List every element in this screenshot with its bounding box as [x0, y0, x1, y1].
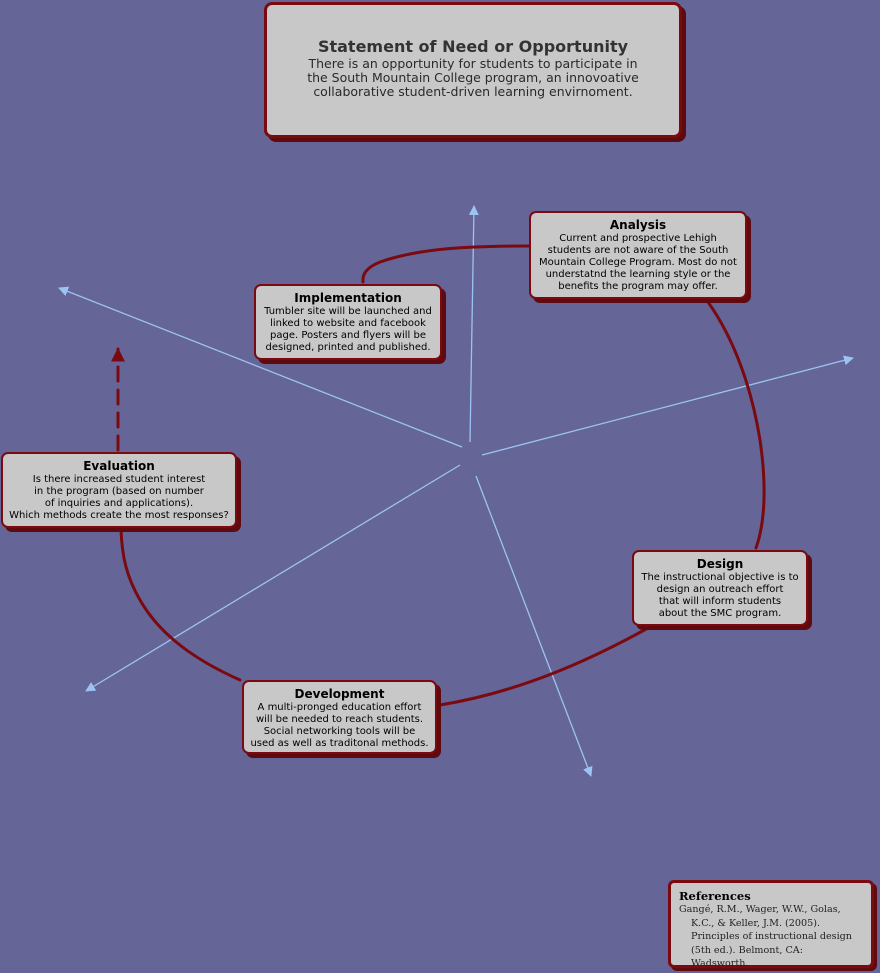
analysis-body: Current and prospective Lehigh students …: [539, 233, 737, 292]
evaluation-title: Evaluation: [83, 459, 155, 473]
design-body: The instructional objective is to design…: [641, 572, 799, 619]
statement-body: There is an opportunity for students to …: [307, 56, 639, 99]
radial-arrow-up: [468, 205, 479, 443]
development-body: A multi-pronged education effort will be…: [250, 702, 429, 749]
design-box: Design The instructional objective is to…: [632, 550, 808, 626]
development-box: Development A multi-pronged education ef…: [242, 680, 437, 754]
design-title: Design: [696, 557, 744, 571]
radial-arrow-right: [481, 355, 854, 456]
cycle-loop: [111, 244, 766, 707]
radial-arrows: [58, 205, 854, 777]
references-title: References: [679, 889, 751, 903]
references-citation: Gangé, R.M., Wager, W.W., Golas, K.C., &…: [679, 904, 852, 969]
loop-analysis-to-implementation: [361, 244, 531, 284]
development-title: Development: [294, 687, 385, 701]
evaluation-box: Evaluation Is there increased student in…: [1, 452, 237, 528]
radial-arrow-lower-right: [475, 475, 593, 777]
analysis-box: Analysis Current and prospective Lehigh …: [529, 211, 747, 299]
radial-arrow-upper-left: [58, 286, 463, 448]
loop-design-to-development: [438, 626, 650, 707]
statement-title: Statement of Need or Opportunity: [317, 37, 629, 56]
loop-development-to-evaluation: [119, 528, 242, 682]
analysis-title: Analysis: [609, 218, 667, 232]
implementation-body: Tumbler site will be launched and linked…: [264, 306, 432, 353]
evaluation-body: Is there increased student interest in t…: [9, 474, 229, 521]
references-box: References Gangé, R.M., Wager, W.W., Gol…: [668, 880, 874, 969]
implementation-box: Implementation Tumbler site will be laun…: [254, 284, 442, 360]
implementation-title: Implementation: [294, 291, 402, 305]
statement-box: Statement of Need or Opportunity There i…: [264, 2, 682, 138]
loop-analysis-to-design: [706, 300, 766, 550]
radial-arrow-lower-left: [85, 464, 461, 692]
